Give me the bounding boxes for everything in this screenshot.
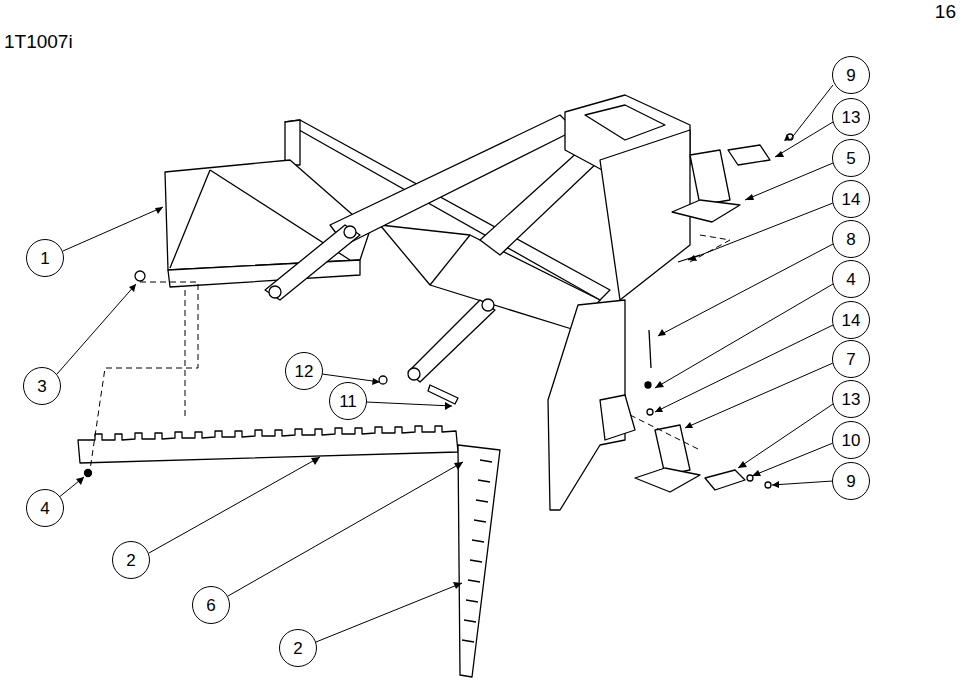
callout-number: 8 bbox=[846, 231, 855, 248]
callout-circle: 10 bbox=[832, 421, 870, 459]
callout-number: 10 bbox=[842, 432, 861, 449]
callout-number: 9 bbox=[846, 473, 855, 490]
page-label: 1T1007i bbox=[4, 32, 73, 51]
callout-circle: 7 bbox=[832, 340, 870, 378]
callout-circle: 14 bbox=[832, 301, 870, 339]
callout-circle: 5 bbox=[832, 139, 870, 177]
callout-number: 2 bbox=[293, 640, 302, 657]
callout-number: 12 bbox=[295, 363, 314, 380]
callout-circle: 3 bbox=[23, 367, 61, 405]
callout-number: 11 bbox=[339, 393, 357, 410]
callout-circle: 2 bbox=[112, 541, 150, 579]
callout-number: 14 bbox=[842, 191, 861, 208]
callout-circle: 13 bbox=[832, 98, 870, 136]
callout-number: 4 bbox=[40, 500, 49, 517]
callout-circle: 6 bbox=[192, 586, 230, 624]
callout-circle: 2 bbox=[279, 629, 317, 667]
callout-number: 6 bbox=[206, 597, 215, 614]
callout-circle: 9 bbox=[832, 56, 870, 94]
callout-number: 7 bbox=[846, 351, 855, 368]
callout-circle: 1 bbox=[26, 239, 64, 277]
callout-circle: 4 bbox=[26, 489, 64, 527]
callout-number: 5 bbox=[846, 150, 855, 167]
callout-circle: 11 bbox=[329, 382, 367, 420]
callout-number: 2 bbox=[126, 552, 135, 569]
callout-number: 9 bbox=[846, 67, 855, 84]
callout-number: 1 bbox=[40, 250, 49, 267]
callout-circle: 13 bbox=[832, 380, 870, 418]
callout-circle: 4 bbox=[832, 260, 870, 298]
callout-circle: 9 bbox=[832, 462, 870, 500]
callout-circle: 12 bbox=[285, 352, 323, 390]
callout-circle: 14 bbox=[832, 180, 870, 218]
callout-number: 14 bbox=[842, 312, 861, 329]
callout-number: 13 bbox=[842, 391, 861, 408]
page-label: 16 bbox=[935, 2, 956, 21]
callout-number: 13 bbox=[842, 109, 861, 126]
callout-number: 4 bbox=[846, 271, 855, 288]
callout-number: 3 bbox=[37, 378, 46, 395]
callout-circle: 8 bbox=[832, 220, 870, 258]
